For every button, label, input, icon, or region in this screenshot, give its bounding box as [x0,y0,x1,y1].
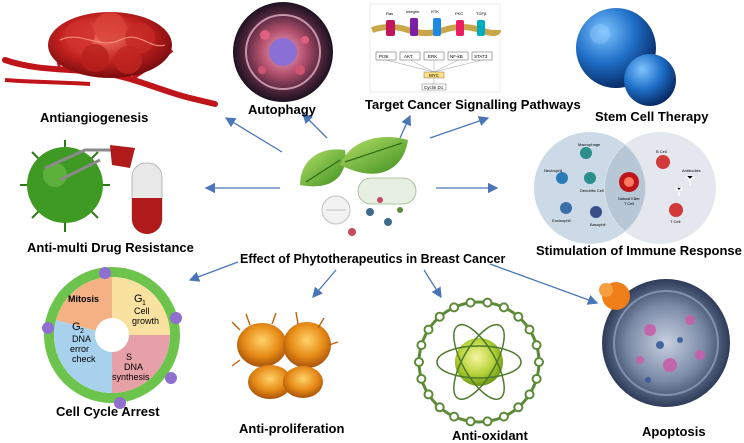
pathway-stat3: STAT3 [474,54,488,59]
proliferating-cells-illustration [231,311,339,399]
pathway-label-integrin: Integrin [406,9,419,14]
phytotherapeutics-illustration [300,137,417,236]
ring-bead [449,411,460,422]
pathway-erk: ERK [428,54,437,59]
ring-bead [482,416,493,427]
label-cellcycle: Cell Cycle Arrest [56,404,160,419]
ring-bead [482,297,493,308]
cycle-g1-sub: 1 [142,300,146,307]
immune-dendritic: Dendritic Cell [580,188,604,193]
label-apoptosis: Apoptosis [642,424,706,439]
label-antiangiogenesis: Antiangiogenesis [40,110,149,125]
pathway-label-ras: Ras [386,11,393,16]
ring-bead [416,340,427,351]
cell-cycle-illustration: Mitosis G 1 Cell growth S DNA synthesis … [42,267,182,409]
pathway-myc: MYC [429,73,440,78]
tumor-vessel-illustration [2,12,218,107]
autophagy-cell-illustration [233,2,333,102]
immune-basophil: Basophil [590,222,605,227]
arrow-antiangiogenesis [224,117,283,153]
cycle-s-letter: S [126,352,132,362]
immune-antibodies: Antibodies [682,168,701,173]
ring-bead [513,402,524,413]
cycle-mitosis: Mitosis [68,294,99,304]
ring-bead [423,389,434,400]
ring-bead [534,357,544,367]
immune-macrophage: Macrophage [578,142,601,147]
pathway-akt: AKT [404,54,413,59]
pathway-label-tgfb: TGFβ [476,11,487,16]
cycle-g1-line2: growth [132,316,159,326]
ring-bead [524,389,535,400]
arrow-autophagy [302,113,328,139]
ring-bead [531,373,542,384]
ring-bead [465,416,476,427]
label-stemcell: Stem Cell Therapy [595,109,709,124]
ring-bead [498,302,509,313]
virus-capsule-illustration [20,140,163,234]
cycle-g1-line1: Cell [134,306,150,316]
immune-eosinophil: Eosinophil [552,218,571,223]
label-signalling: Target Cancer Signalling Pathways [365,97,581,112]
arrow-cellcycle [188,261,239,282]
immune-nk-line1: Natural Killer [618,197,640,201]
arrow-antiproliferation [312,269,337,298]
pathway-nfkb: NF-kB [450,54,463,59]
ring-bead [531,340,542,351]
arrow-stemcell [429,116,490,139]
immune-venn-illustration: Macrophage Neutrophil Dendritic Cell Nat… [534,132,716,244]
ring-bead [524,324,535,335]
ring-bead [449,302,460,313]
pathway-label-rtk: RTK [431,9,439,14]
label-autophagy: Autophagy [248,102,316,117]
cycle-g2-line1: DNA [72,334,91,344]
pathway-pi3k: PI3K [379,54,389,59]
label-mdr: Anti-multi Drug Resistance [27,240,194,255]
cycle-s-line2: synthesis [112,372,150,382]
cycle-g2-line3: check [72,354,96,364]
arrow-signalling [399,114,411,139]
center-title: Effect of Phytotherapeutics in Breast Ca… [240,252,506,266]
ring-bead [414,357,424,367]
pathway-cyclin: Cyclin D1 [424,85,444,90]
label-antiproliferation: Anti-proliferation [239,421,345,436]
immune-tcell: T Cell [670,219,680,224]
pathway-label-pkc: PKC [455,11,463,16]
cycle-g2-line2: error [70,344,89,354]
signalling-pathway-illustration: Ras Integrin RTK PKC TGFβ PI3K AKT ERK N… [369,3,501,93]
antioxidant-illustration [414,297,544,427]
label-immune: Stimulation of Immune Response [536,243,742,258]
arrows [188,113,599,305]
cycle-g2-sub: 2 [80,328,84,335]
cycle-s-line1: DNA [124,362,143,372]
ring-bead [434,402,445,413]
arrow-antioxidant [423,269,442,299]
cycle-g2-letter: G [72,321,81,333]
ring-bead [423,324,434,335]
immune-bcell: B Cell [656,149,667,154]
ring-bead [465,297,476,308]
ring-bead [416,373,427,384]
apoptosis-cell-illustration [599,279,730,407]
ring-bead [513,311,524,322]
immune-neutrophil: Neutrophil [544,168,562,173]
immune-nk-line2: T Cell [624,202,634,206]
label-antioxidant: Anti-oxidant [452,428,528,443]
cycle-g1-letter: G [134,293,143,305]
ring-bead [498,411,509,422]
arrow-apoptosis [489,263,599,305]
ring-bead [434,311,445,322]
stem-cell-illustration [576,8,676,106]
